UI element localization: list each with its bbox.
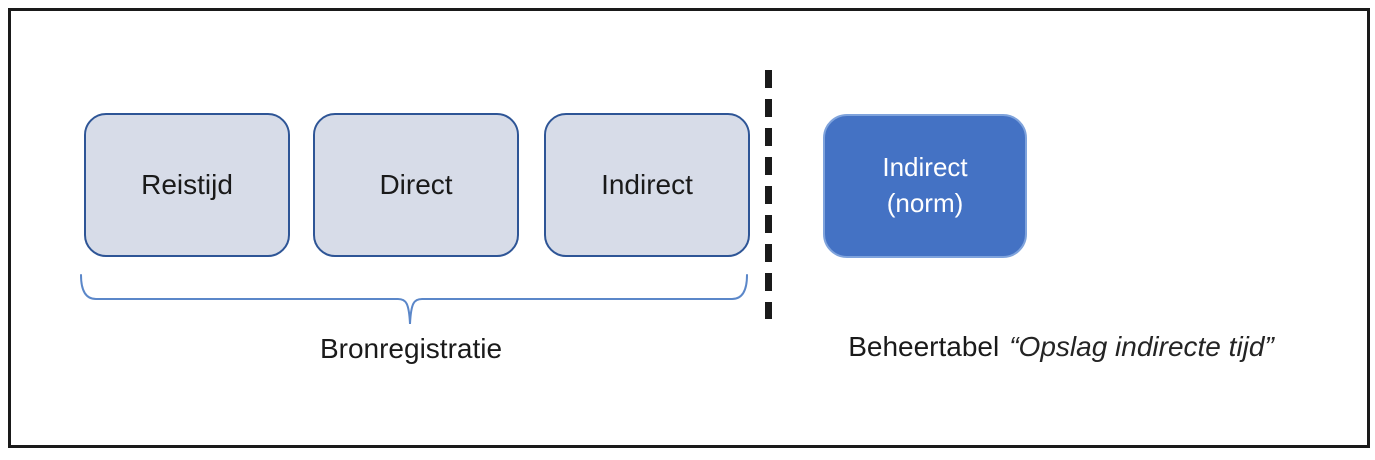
source-box-label: Direct <box>379 169 453 200</box>
caption-prefix: Beheertabel <box>848 331 1000 362</box>
norm-box: Indirect (norm) <box>823 114 1027 258</box>
beheertabel-caption: Beheertabel “Opslag indirecte tijd” <box>848 331 1274 363</box>
source-box-indirect: Indirect <box>544 113 750 257</box>
source-box-direct: Direct <box>313 113 519 257</box>
source-box-label: Indirect <box>601 169 693 200</box>
source-box-reistijd: Reistijd <box>84 113 290 257</box>
dashed-divider <box>765 70 772 319</box>
norm-box-label-line1: Indirect <box>882 152 968 183</box>
caption-quoted: “Opslag indirecte tijd” <box>1009 331 1274 362</box>
curly-brace <box>80 274 748 325</box>
norm-box-label-line2: (norm) <box>886 188 964 218</box>
outer-border-frame <box>8 8 1370 448</box>
source-box-label: Reistijd <box>141 169 233 200</box>
bronregistratie-caption: Bronregistratie <box>319 333 503 364</box>
